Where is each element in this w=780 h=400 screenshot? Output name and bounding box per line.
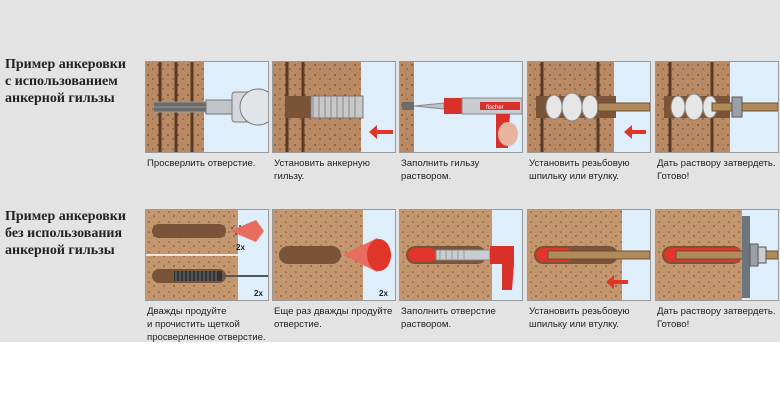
step-insert-rod [527, 209, 651, 301]
fixture-mounted-icon [656, 210, 778, 300]
caption-install-rod: Установить резьбовую шпильку или втулку. [529, 158, 630, 182]
badge-bottom: 2x [254, 289, 263, 298]
caption-blow-again: Еще раз дважды продуйте отверстие. [274, 306, 393, 330]
step-blow-again: 2x [272, 209, 396, 301]
row-title-without-sleeve: Пример анкеровки без использования анкер… [5, 209, 126, 258]
drill-icon [146, 62, 268, 152]
step-drill [145, 61, 269, 153]
fill-hole-icon [400, 210, 522, 300]
caption-fill-sleeve: Заполнить гильзу раствором. [401, 158, 480, 182]
step-cure [655, 61, 779, 153]
badge-top: 2x [236, 243, 245, 252]
caption-cure-fixture: Дать раствору затвердеть. Готово! [657, 306, 776, 330]
cured-anchor-icon [656, 62, 778, 152]
gun-brand-label: fischer [486, 105, 504, 111]
injection-gun-icon: fischer [400, 62, 522, 152]
caption-fill-hole: Заполнить отверстие раствором. [401, 306, 496, 330]
threaded-rod-icon [528, 62, 650, 152]
badge: 2x [379, 289, 388, 298]
caption-blow-brush: Дважды продуйте и прочистить щеткой прос… [147, 306, 266, 343]
caption-insert-sleeve: Установить анкерную гильзу. [274, 158, 370, 182]
instruction-board: Пример анкеровки с использованием анкерн… [0, 0, 780, 343]
blow-pump-icon: 2x [273, 210, 395, 300]
step-blow-brush: 2x 2x [145, 209, 269, 301]
step-fill-hole [399, 209, 523, 301]
row-title-with-sleeve: Пример анкеровки с использованием анкерн… [5, 57, 126, 106]
insert-rod-icon [528, 210, 650, 300]
sleeve-icon [273, 62, 395, 152]
caption-drill: Просверлить отверстие. [147, 158, 256, 169]
blow-brush-icon: 2x 2x [146, 210, 268, 300]
step-insert-sleeve [272, 61, 396, 153]
caption-cure: Дать раствору затвердеть. Готово! [657, 158, 776, 182]
step-install-rod [527, 61, 651, 153]
step-cure-fixture [655, 209, 779, 301]
caption-insert-rod: Установить резьбовую шпильку или втулку. [529, 306, 630, 330]
step-fill-sleeve: fischer [399, 61, 523, 153]
